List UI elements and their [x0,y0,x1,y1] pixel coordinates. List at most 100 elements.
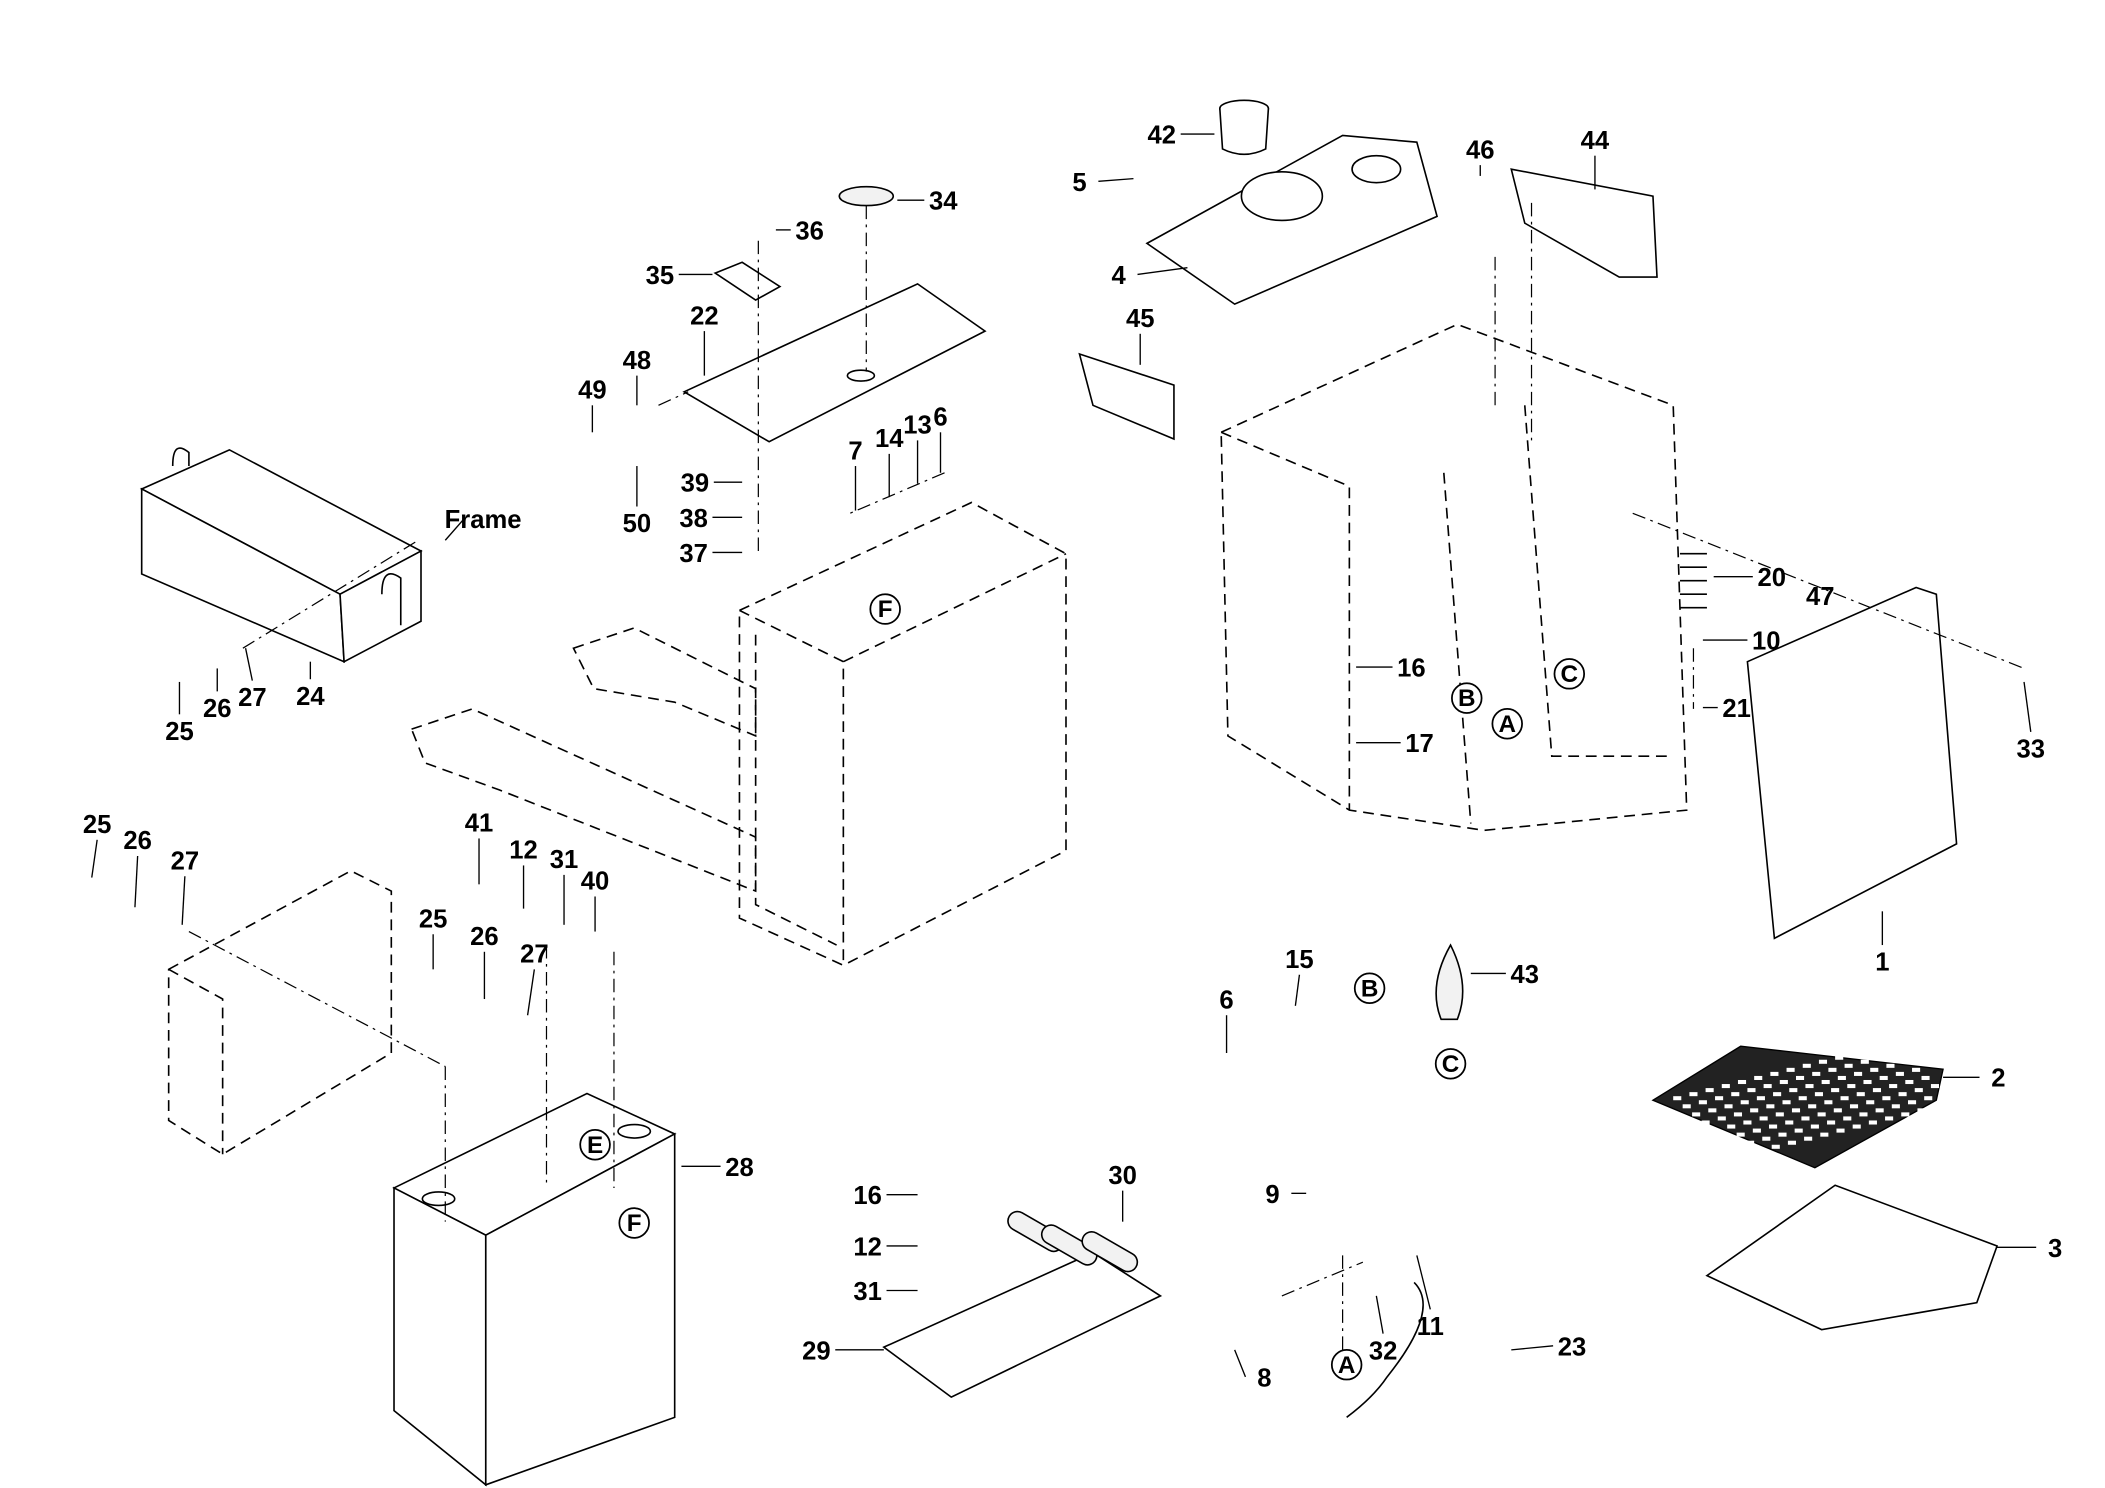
callout-label: 42 [1148,122,1177,150]
mat-hole [1785,1120,1794,1125]
mat-hole [1727,1124,1736,1129]
mat-hole [1770,1071,1779,1076]
callout-label: 49 [578,377,607,405]
leader-line [181,876,186,925]
mat-hole [1930,1084,1940,1089]
callout-28: 28 [681,1154,754,1182]
callout-31: 31 [550,846,578,925]
callout-frame: Frame [444,506,522,541]
mat-hole [1827,1120,1836,1125]
callout-label: 43 [1511,961,1540,989]
callout-1: 1 [1875,911,1889,977]
mat-hole [1775,1112,1784,1117]
callout-12: 12 [853,1233,918,1261]
callout-32: 32 [1369,1295,1398,1365]
leader-line [444,518,465,541]
mat-hole [1833,1108,1842,1113]
mat-hole [1766,1104,1775,1109]
grommet-34 [838,185,895,207]
callout-40: 40 [581,868,609,932]
leader-line [1511,1345,1554,1351]
mat-hole [1673,1096,1682,1101]
callout-label: 36 [795,217,824,245]
assembly-line [1281,1261,1364,1297]
mat-hole [1698,1100,1707,1105]
mat-hole [1907,1100,1917,1105]
mat-hole [1747,1088,1756,1093]
mat-hole [1682,1104,1691,1109]
mat-hole [1692,1112,1701,1117]
callout-label: 32 [1369,1337,1398,1365]
callout-36: 36 [775,217,824,245]
cone-43 [1435,943,1464,1021]
callout-27: 27 [520,941,549,1016]
mat-hole [1924,1096,1933,1101]
mat-hole [1736,1132,1745,1137]
main-frame [738,501,1067,967]
floor-mat-2 [1651,1045,1944,1169]
mat-hole [1805,1084,1814,1089]
callout-47: 47 [1806,583,1835,611]
callout-label: 29 [802,1337,831,1365]
mat-hole [1818,1059,1828,1064]
mat-hole [1779,1079,1788,1085]
chassis [1220,323,1688,832]
callout-16: 16 [1356,655,1426,683]
callout-label: 8 [1257,1364,1271,1392]
mat-hole [1752,1128,1761,1133]
mat-hole [1759,1116,1768,1121]
callout-label: 25 [83,811,112,839]
callout-26: 26 [203,668,232,723]
callout-25: 25 [165,681,194,746]
mat-hole [1786,1067,1795,1072]
callout-35: 35 [646,262,713,290]
mat-hole [1870,1067,1879,1072]
svg-text:C: C [1561,661,1579,688]
cup-holder-42 [1219,99,1270,156]
assembly-line [1632,512,2025,670]
callout-label: 17 [1405,730,1434,758]
rollers-30 [1007,1210,1139,1273]
callout-label: 44 [1581,127,1610,155]
callout-30: 30 [1108,1162,1137,1222]
mat-hole [1791,1108,1801,1113]
callout-label: 39 [681,470,710,498]
mat-hole [1914,1088,1923,1093]
callout-label: 11 [1417,1313,1444,1341]
cable-23 [1346,1281,1424,1418]
callout-27: 27 [171,847,199,925]
callout-17: 17 [1356,730,1434,758]
mat-hole [1831,1088,1840,1093]
callout-39: 39 [681,470,743,498]
mat-hole [1821,1079,1830,1085]
side-panel-44 [1510,168,1658,278]
callout-7: 7 [848,437,863,511]
mat-hole [1917,1108,1926,1113]
mat-hole [1778,1132,1787,1137]
callout-label: 41 [465,810,494,838]
callout-45: 45 [1126,305,1154,365]
callout-4: 4 [1111,262,1188,290]
callout-26: 26 [470,923,499,1000]
mat-hole [1789,1088,1798,1093]
assembly-line [658,391,689,406]
mat-hole [1889,1084,1898,1089]
mat-hole [1876,1055,1886,1060]
mat-hole [1733,1112,1743,1117]
mat-hole [1787,1140,1796,1145]
battery [167,869,393,1156]
mat-hole [1828,1067,1837,1072]
mat-hole [1769,1124,1778,1129]
leader-line [1416,1255,1431,1310]
mat-hole [1708,1108,1717,1113]
callout-5: 5 [1072,169,1134,197]
mat-hole [1863,1079,1872,1085]
mat-hole [1860,1059,1869,1064]
mat-hole [1879,1075,1888,1080]
leader-line [2023,681,2032,732]
callout-label: 7 [848,437,862,465]
mat-hole [1872,1088,1882,1093]
mat-hole [1814,1092,1823,1097]
